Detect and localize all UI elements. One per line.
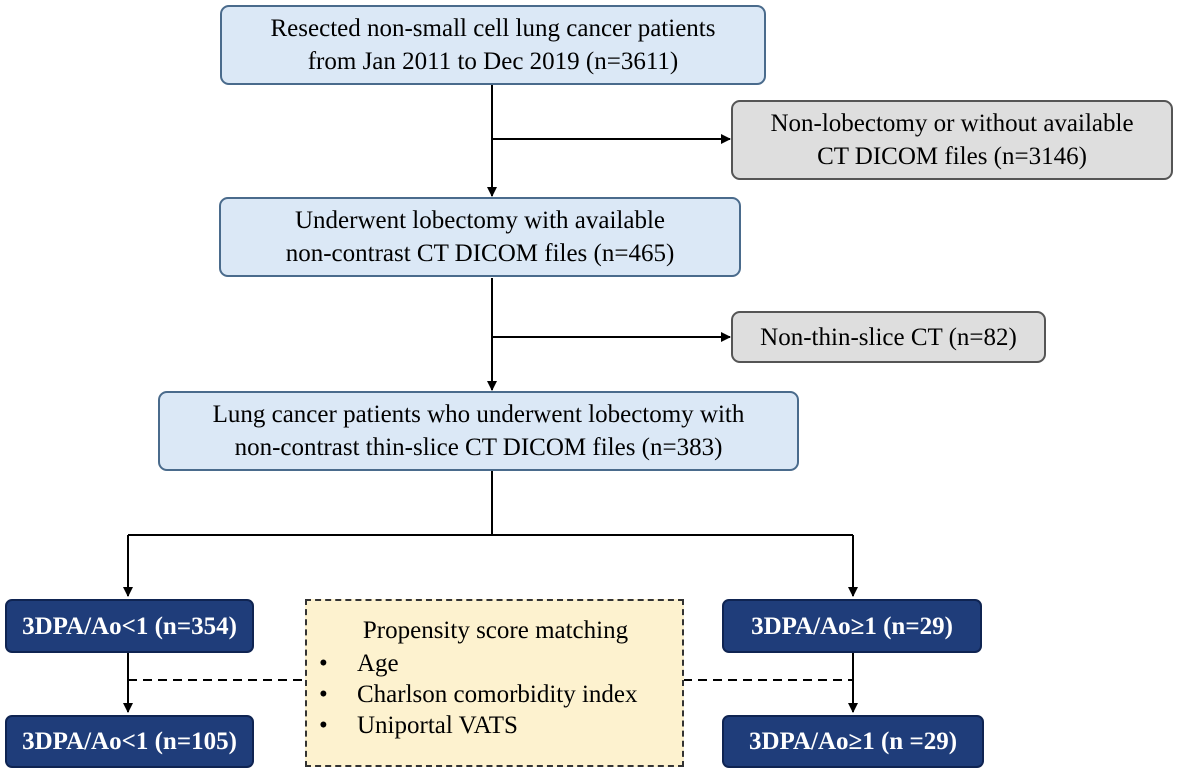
propensity-score-matching-box: Propensity score matching Age Charlson c…: [305, 599, 684, 767]
exclusion-non-thin-slice-line-1: Non-thin-slice CT (n=82): [760, 323, 1017, 351]
group-high-before-label: 3DPA/Ao≥1 (n=29): [751, 612, 953, 640]
group-high-after-matching: 3DPA/Ao≥1 (n =29): [722, 715, 984, 768]
group-low-after-label: 3DPA/Ao<1 (n=105): [22, 728, 237, 755]
lobectomy-line-2: non-contrast CT DICOM files (n=465): [285, 240, 675, 267]
propensity-score-matching-title: Propensity score matching: [362, 617, 629, 644]
thin-slice-line-1: Lung cancer patients who underwent lobec…: [212, 401, 745, 428]
group-high-after-label: 3DPA/Ao≥1 (n =29): [748, 728, 958, 755]
thin-slice-box: Lung cancer patients who underwent lobec…: [158, 391, 799, 471]
resected-patients-line-1: Resected non-small cell lung cancer pati…: [270, 15, 716, 42]
thin-slice-line-2: non-contrast thin-slice CT DICOM files (…: [234, 434, 723, 461]
matching-criterion-charlson: Charlson comorbidity index: [319, 679, 672, 710]
group-low-after-matching: 3DPA/Ao<1 (n=105): [5, 715, 254, 768]
resected-patients-line-2: from Jan 2011 to Dec 2019 (n=3611): [307, 48, 679, 75]
resected-patients-box: Resected non-small cell lung cancer pati…: [220, 5, 766, 85]
exclusion-non-lobectomy-line-1: Non-lobectomy or without available: [770, 110, 1134, 137]
group-low-before-label: 3DPA/Ao<1 (n=354): [22, 612, 237, 640]
group-low-before-matching: 3DPA/Ao<1 (n=354): [5, 599, 254, 653]
group-high-before-matching: 3DPA/Ao≥1 (n=29): [722, 599, 982, 653]
lobectomy-line-1: Underwent lobectomy with available: [294, 207, 666, 234]
exclusion-non-thin-slice-box: Non-thin-slice CT (n=82): [731, 311, 1046, 363]
matching-criterion-age: Age: [319, 648, 672, 679]
matching-criteria-list: Age Charlson comorbidity index Uniportal…: [319, 648, 672, 741]
lobectomy-box: Underwent lobectomy with available non-c…: [219, 197, 741, 277]
exclusion-non-lobectomy-line-2: CT DICOM files (n=3146): [817, 143, 1087, 170]
matching-criterion-uniportal-vats: Uniportal VATS: [319, 710, 672, 741]
exclusion-non-lobectomy-box: Non-lobectomy or without available CT DI…: [731, 100, 1173, 180]
